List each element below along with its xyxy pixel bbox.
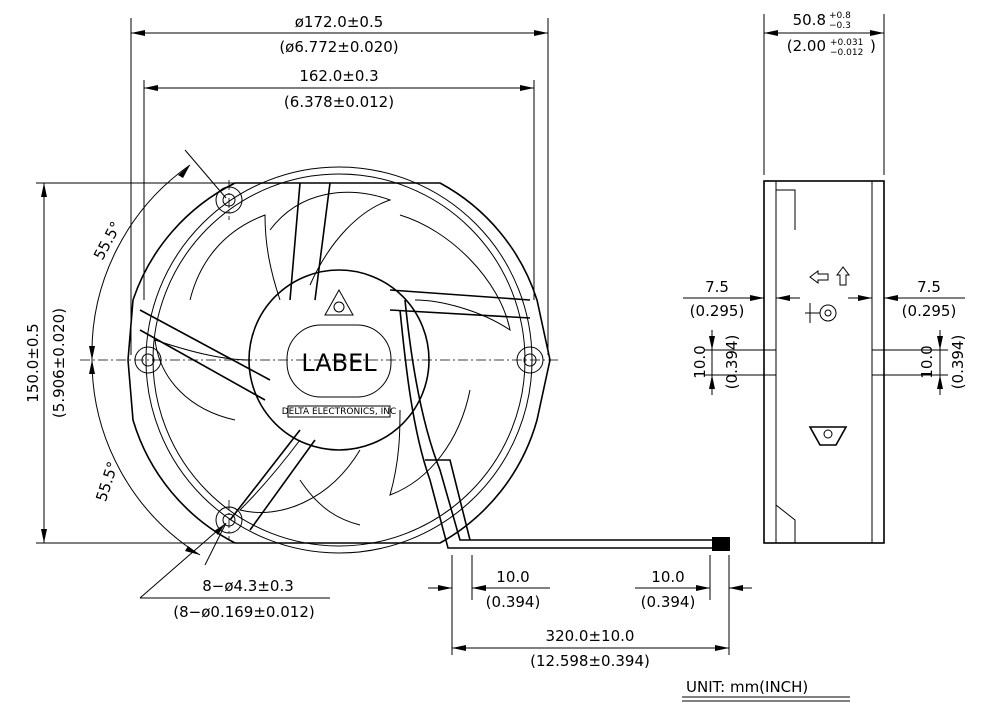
- left-slot-label: 10.0: [691, 345, 709, 378]
- left-offset-inch-label: (0.295): [690, 302, 745, 320]
- flange-width-inch-label: (6.378±0.012): [284, 93, 394, 111]
- maker-box: [287, 405, 391, 418]
- dim-right-offset: 7.5 (0.295): [848, 278, 965, 345]
- front-view: LABEL DELTA ELECTRONICS, INC: [24, 13, 752, 670]
- dim-flange-width: 162.0±0.3 (6.378±0.012): [143, 67, 535, 300]
- dim-right-slot: 10.0 (0.394): [884, 330, 967, 395]
- left-slot-inch-label: (0.394): [723, 335, 741, 390]
- dim-depth: 50.8 +0.8 −0.3 (2.00 +0.031 −0.012 ): [763, 11, 885, 175]
- hole-spec-inch-label: (8−ø0.169±0.012): [173, 603, 314, 621]
- angle-bottom-label: 55.5°: [92, 459, 122, 503]
- depth-inch-close: ): [870, 37, 876, 55]
- wire-ends-icon: [712, 537, 730, 551]
- dim-height: 150.0±0.5 (5.906±0.020): [24, 182, 240, 544]
- outer-diameter-label: ø172.0±0.5: [295, 13, 384, 31]
- outer-diameter-inch-label: (ø6.772±0.020): [279, 38, 398, 56]
- side-view: 50.8 +0.8 −0.3 (2.00 +0.031 −0.012 ) 7.5…: [683, 11, 967, 544]
- dim-left-offset: 7.5 (0.295): [683, 278, 800, 345]
- depth-inch-label: (2.00: [787, 37, 826, 55]
- delta-logo-icon: [324, 288, 354, 316]
- label-text: LABEL: [301, 349, 377, 377]
- strip-left-label: 10.0: [496, 568, 529, 586]
- support-struts: [139, 182, 531, 531]
- dim-lead-wire: 10.0 (0.394) 10.0 (0.394) 320.0±10.0 (12…: [428, 555, 752, 670]
- depth-label: 50.8: [793, 11, 826, 29]
- right-slot-label: 10.0: [918, 345, 936, 378]
- impeller-blades: [154, 191, 511, 526]
- maker-text: DELTA ELECTRONICS, INC: [282, 407, 397, 417]
- strip-right-label: 10.0: [651, 568, 684, 586]
- depth-inch-tol-plus: +0.031: [830, 38, 863, 48]
- flange-width-label: 162.0±0.3: [299, 67, 378, 85]
- unit-note: UNIT: mm(INCH): [682, 678, 850, 702]
- depth-tol-plus: +0.8: [829, 11, 851, 21]
- dim-left-slot: 10.0 (0.394): [691, 330, 764, 395]
- right-offset-label: 7.5: [917, 278, 941, 296]
- wire-length-inch-label: (12.598±0.394): [530, 652, 650, 670]
- height-inch-label: (5.906±0.020): [50, 308, 68, 418]
- wire-harness: [399, 299, 730, 549]
- hole-spec-label: 8−ø4.3±0.3: [202, 577, 294, 595]
- angle-top-label: 55.5°: [90, 218, 125, 263]
- unit-note-text: UNIT: mm(INCH): [686, 678, 808, 696]
- depth-inch-tol-minus: −0.012: [830, 48, 863, 58]
- airflow-arrow-icon: [809, 266, 850, 286]
- ground-symbol-icon: [805, 303, 837, 323]
- right-slot-inch-label: (0.394): [949, 335, 967, 390]
- height-label: 150.0±0.5: [24, 323, 42, 402]
- label-area: [286, 324, 392, 398]
- bracket-icon: [808, 426, 848, 446]
- dim-outer-diameter: ø172.0±0.5 (ø6.772±0.020): [130, 13, 549, 355]
- dim-angles: 55.5° 55.5°: [89, 149, 227, 566]
- strip-left-inch-label: (0.394): [486, 593, 541, 611]
- depth-tol-minus: −0.3: [829, 21, 851, 31]
- dim-hole-callout: 8−ø4.3±0.3 (8−ø0.169±0.012): [139, 523, 330, 621]
- strip-right-inch-label: (0.394): [641, 593, 696, 611]
- wire-length-label: 320.0±10.0: [546, 627, 635, 645]
- left-offset-label: 7.5: [705, 278, 729, 296]
- housing-outline: [127, 182, 551, 544]
- side-body: [763, 180, 885, 544]
- right-offset-inch-label: (0.295): [902, 302, 957, 320]
